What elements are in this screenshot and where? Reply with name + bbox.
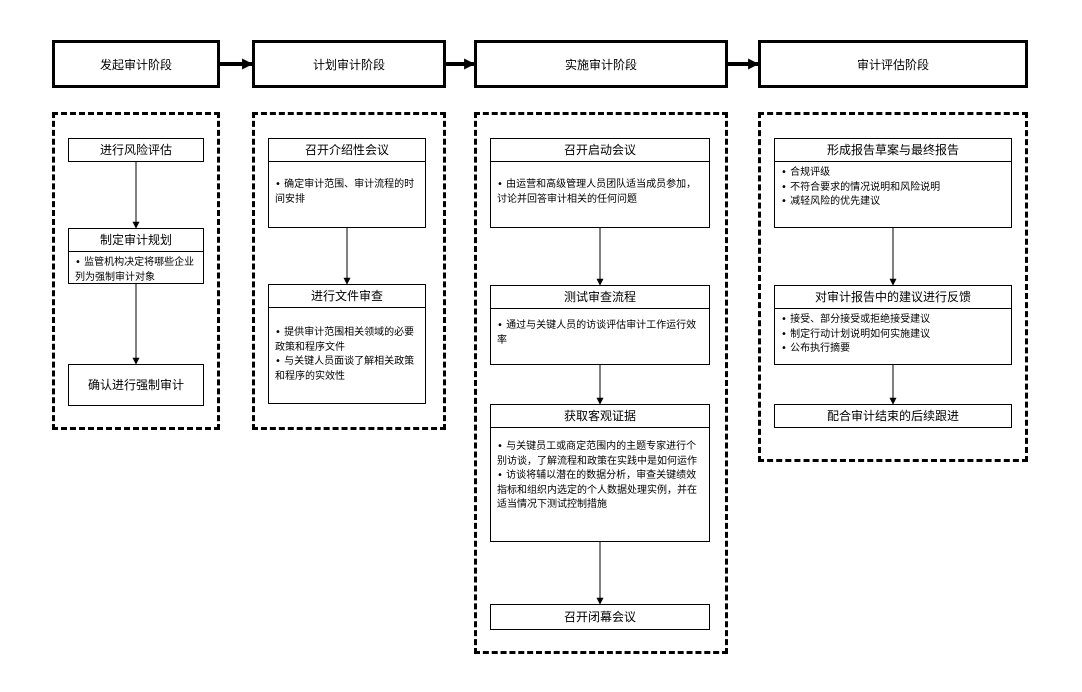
step-title: 召开闭幕会议 (563, 610, 636, 624)
step-introductory-meeting: 召开介绍性会议 • 确定审计范围、审计流程的时间安排 (268, 138, 426, 228)
step-closing-meeting: 召开闭幕会议 (490, 604, 710, 630)
step-title: 召开启动会议 (491, 139, 709, 162)
stage-panel-evaluation (758, 112, 1028, 462)
stage-panel-execution (474, 112, 728, 654)
step-title: 对审计报告中的建议进行反馈 (775, 286, 1011, 309)
step-detail-item: • 与关键员工或商定范围内的主题专家进行个别访谈，了解流程和政策在实践中是如何运… (497, 441, 697, 467)
step-confirm-mandatory-audit: 确认进行强制审计 (68, 364, 204, 406)
stage-header-evaluation: 审计评估阶段 (758, 40, 1028, 88)
step-details: • 由运营和高级管理人员团队适当成员参加，讨论并回答审计相关的任何问题 (491, 162, 709, 210)
step-detail-item: • 制定行动计划说明如何实施建议 (781, 328, 931, 340)
stage-header-initiation: 发起审计阶段 (52, 40, 220, 88)
step-document-review: 进行文件审查 • 提供审计范围相关领域的必要政策和程序文件 • 与关键人员面谈了… (268, 284, 426, 404)
step-details: • 接受、部分接受或拒绝接受建议 • 制定行动计划说明如何实施建议 • 公布执行… (775, 309, 1011, 360)
step-detail-item: • 接受、部分接受或拒绝接受建议 (781, 314, 931, 325)
step-draft-final-report: 形成报告草案与最终报告 • 合规评级 • 不符合要求的情况说明和风险说明 • 减… (774, 138, 1012, 228)
step-detail-item: • 减轻风险的优先建议 (781, 196, 881, 207)
step-detail-item: • 公布执行摘要 (781, 343, 851, 354)
step-details: • 确定审计范围、审计流程的时间安排 (269, 162, 425, 210)
step-details: • 与关键员工或商定范围内的主题专家进行个别访谈，了解流程和政策在实践中是如何运… (491, 428, 709, 516)
step-title: 确认进行强制审计 (87, 378, 184, 392)
step-details: • 监管机构决定将哪些企业列为强制审计对象 (69, 252, 203, 288)
step-risk-assessment: 进行风险评估 (68, 138, 204, 162)
step-details: • 合规评级 • 不符合要求的情况说明和风险说明 • 减轻风险的优先建议 (775, 162, 1011, 213)
stage-header-planning: 计划审计阶段 (252, 40, 446, 88)
step-detail-item: • 不符合要求的情况说明和风险说明 (781, 181, 941, 193)
step-detail-item: • 确定审计范围、审计流程的时间安排 (275, 179, 415, 205)
step-detail-item: • 访谈将辅以潜在的数据分析，审查关键绩效指标和组织内选定的个人数据处理实例，并… (497, 470, 697, 510)
step-title: 制定审计规划 (69, 229, 203, 252)
step-kickoff-meeting: 召开启动会议 • 由运营和高级管理人员团队适当成员参加，讨论并回答审计相关的任何… (490, 138, 710, 228)
step-title: 召开介绍性会议 (269, 139, 425, 162)
step-title: 进行风险评估 (99, 143, 172, 157)
step-detail-item: • 提供审计范围相关领域的必要政策和程序文件 (275, 327, 415, 353)
step-follow-up: 配合审计结束的后续跟进 (774, 404, 1012, 428)
step-audit-planning: 制定审计规划 • 监管机构决定将哪些企业列为强制审计对象 (68, 228, 204, 284)
step-title: 获取客观证据 (491, 405, 709, 428)
step-obtain-objective-evidence: 获取客观证据 • 与关键员工或商定范围内的主题专家进行个别访谈，了解流程和政策在… (490, 404, 710, 542)
stage-panel-initiation (52, 112, 220, 430)
step-details: • 提供审计范围相关领域的必要政策和程序文件 • 与关键人员面谈了解相关政策和程… (269, 308, 425, 387)
step-test-review-process: 测试审查流程 • 通过与关键人员的访谈评估审计工作运行效率 (490, 285, 710, 365)
step-detail-item: • 通过与关键人员的访谈评估审计工作运行效率 (497, 320, 697, 346)
step-detail-item: • 监管机构决定将哪些企业列为强制审计对象 (75, 257, 195, 283)
step-detail-item: • 与关键人员面谈了解相关政策和程序的实效性 (275, 356, 415, 382)
stage-panel-planning (252, 112, 446, 430)
step-feedback-on-recommendations: 对审计报告中的建议进行反馈 • 接受、部分接受或拒绝接受建议 • 制定行动计划说… (774, 285, 1012, 365)
step-detail-item: • 合规评级 (781, 167, 831, 178)
step-title: 形成报告草案与最终报告 (775, 139, 1011, 162)
stage-header-execution: 实施审计阶段 (474, 40, 728, 88)
step-title: 进行文件审查 (269, 285, 425, 308)
step-title: 测试审查流程 (491, 286, 709, 309)
step-details: • 通过与关键人员的访谈评估审计工作运行效率 (491, 309, 709, 351)
step-detail-item: • 由运营和高级管理人员团队适当成员参加，讨论并回答审计相关的任何问题 (497, 179, 697, 205)
step-title: 配合审计结束的后续跟进 (826, 409, 959, 423)
